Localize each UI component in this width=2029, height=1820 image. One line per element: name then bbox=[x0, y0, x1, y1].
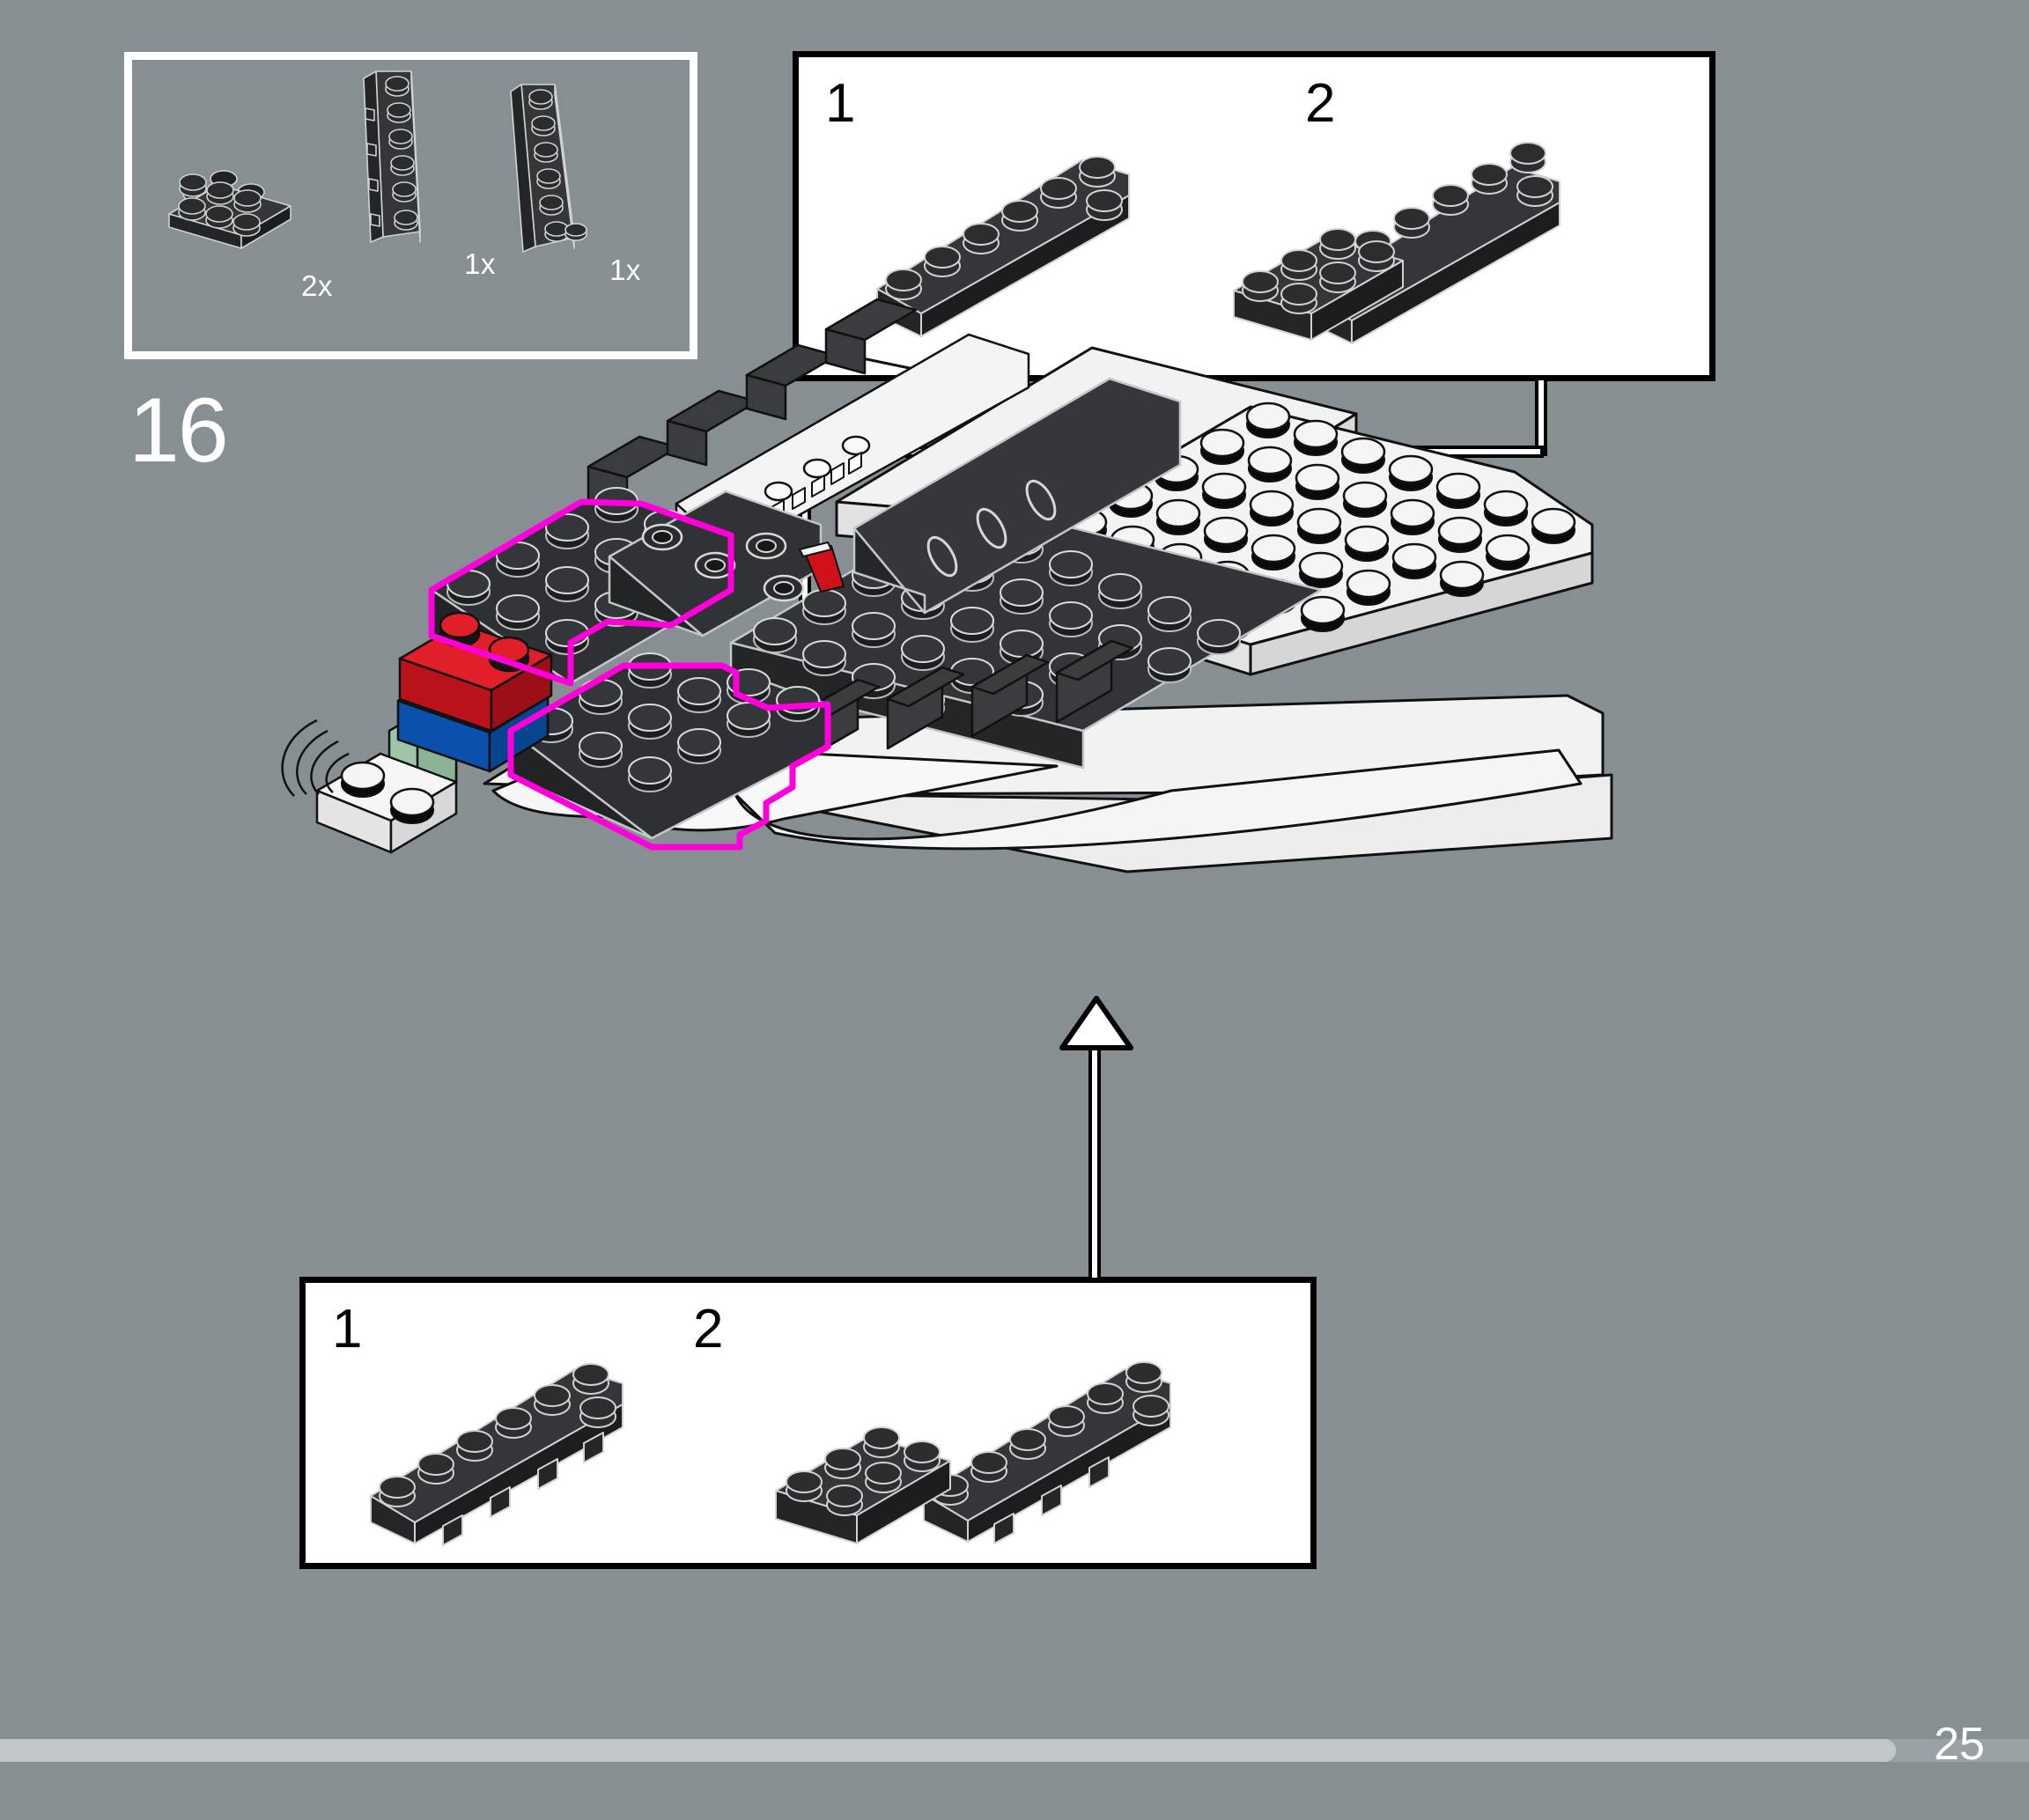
part-item-plate-2x3: 2x bbox=[150, 148, 332, 300]
part-quantity-label: 1x bbox=[464, 247, 496, 280]
plate-2x3-icon bbox=[168, 170, 291, 249]
callout-box-bottom: 1 2 bbox=[299, 1277, 1317, 1569]
highlight-outline-upper bbox=[428, 498, 734, 687]
technic-brick-wall bbox=[852, 377, 1182, 615]
leader-line-segment-vertical-right bbox=[1535, 377, 1547, 456]
callout-top-substep2-illustration bbox=[1233, 142, 1560, 344]
callout-bottom-substep1-illustration bbox=[370, 1363, 623, 1546]
page-number: 25 bbox=[1934, 1719, 1985, 1770]
callout-top-substep1-illustration bbox=[876, 156, 1130, 337]
highlight-outline-lower bbox=[507, 662, 831, 851]
callout-substep-label-1: 1 bbox=[332, 1299, 363, 1359]
callout-substep-label-2: 2 bbox=[693, 1299, 724, 1359]
part-quantity-label: 2x bbox=[301, 269, 333, 302]
model-illustration bbox=[281, 298, 1613, 873]
progress-bar-fill bbox=[0, 1739, 1896, 1762]
callout-substep-label-2: 2 bbox=[1305, 73, 1336, 134]
part-quantity-label: 1x bbox=[609, 254, 641, 286]
arrow-up-to-model-icon bbox=[1059, 996, 1133, 1050]
wedge-plate-6x2-left-icon bbox=[363, 70, 421, 243]
step-number: 16 bbox=[129, 379, 229, 482]
dark-spine-tabs bbox=[587, 298, 918, 512]
part-item-wedge-plate-right: 1x bbox=[467, 69, 640, 311]
callout-substep-label-1: 1 bbox=[825, 73, 856, 134]
part-item-wedge-plate-left: 1x bbox=[321, 55, 495, 298]
nose-cone-detail bbox=[281, 718, 350, 797]
center-brick-with-ring-studs bbox=[608, 490, 845, 637]
nose-white-plate-1x2 bbox=[315, 752, 458, 854]
wedge-plate-6x2-right-icon bbox=[510, 84, 587, 253]
callout-box-top: 1 2 bbox=[793, 51, 1715, 381]
parts-inventory-box: 2x bbox=[124, 52, 697, 359]
callout-bottom-substep2-illustration bbox=[775, 1361, 1171, 1544]
